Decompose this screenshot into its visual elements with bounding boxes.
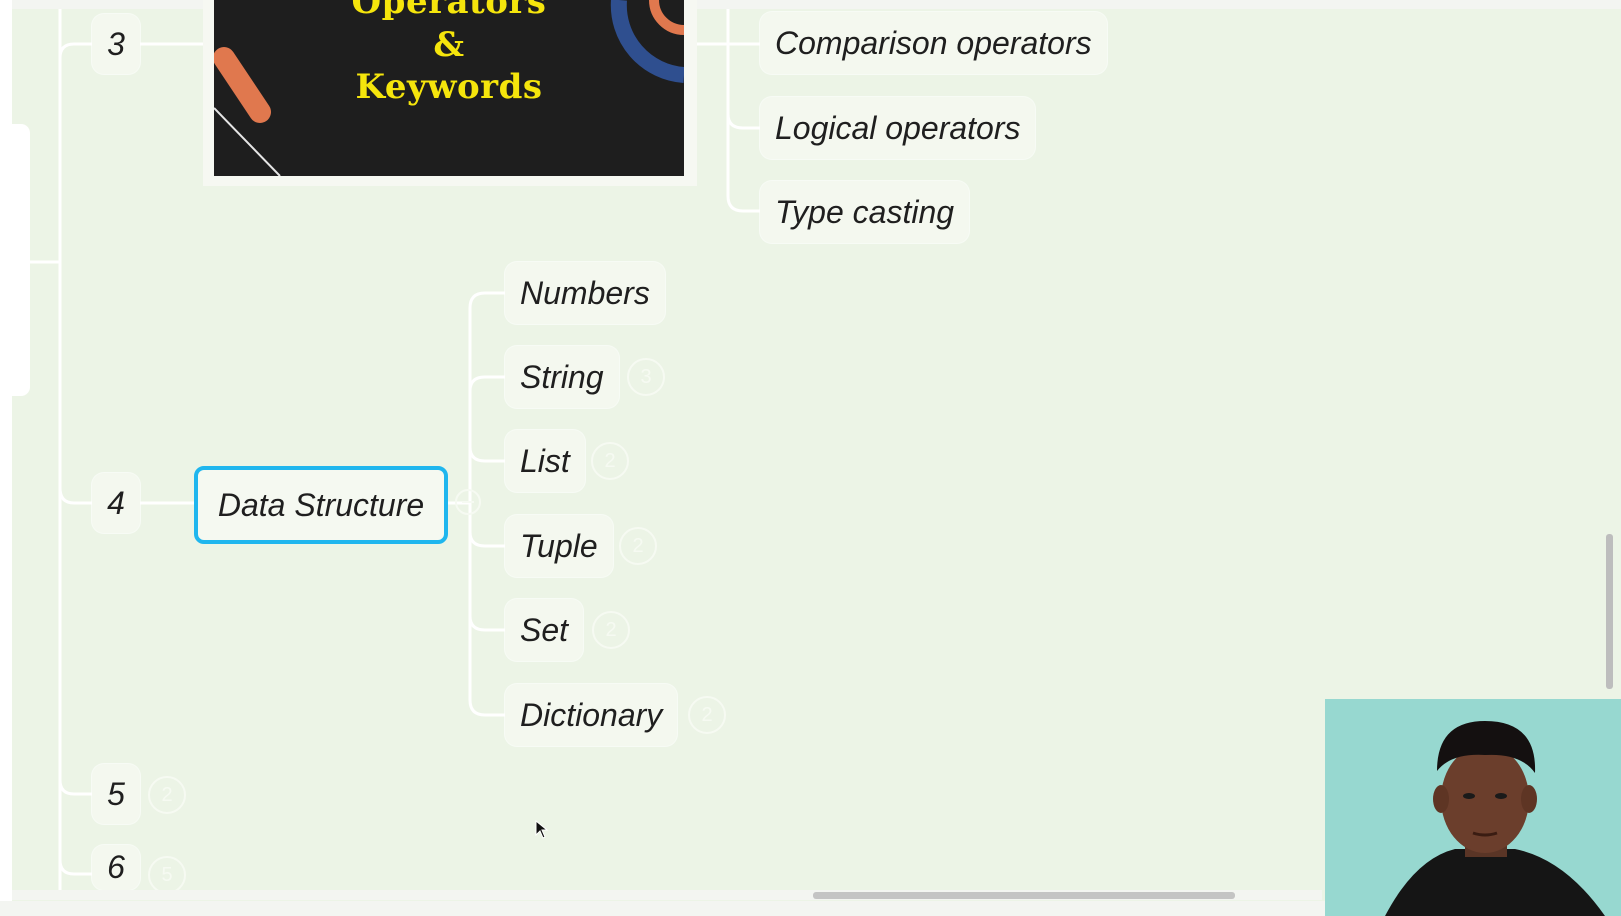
tuple-collapsed-count-badge[interactable]: 2	[619, 527, 657, 565]
presenter-video	[1325, 699, 1621, 916]
horizontal-scrollbar-track[interactable]	[12, 890, 1322, 900]
node-set[interactable]: Set	[505, 599, 584, 661]
left-edge-bar	[0, 0, 12, 916]
set-collapsed-count-badge[interactable]: 2	[592, 611, 630, 649]
mouse-pointer-icon	[535, 820, 549, 839]
minus-circle-icon[interactable]	[455, 489, 481, 515]
node-list[interactable]: List	[505, 430, 585, 492]
operators-keywords-image: Operators & Keywords	[214, 0, 684, 176]
image-text-line-3: Keywords	[355, 67, 543, 107]
list-collapsed-count-badge[interactable]: 2	[591, 442, 629, 480]
section-node-4[interactable]: 4	[92, 473, 140, 533]
image-decoration	[214, 0, 684, 176]
webcam-video-overlay	[1325, 699, 1621, 916]
section-node-5[interactable]: 5	[92, 764, 140, 824]
section-node-3[interactable]: 3	[92, 14, 140, 74]
node-comparison-operators[interactable]: Comparison operators	[760, 12, 1107, 74]
section-node-6[interactable]: 6	[92, 845, 140, 890]
image-text-line-1: Operators	[351, 0, 547, 22]
string-collapsed-count-badge[interactable]: 3	[627, 358, 665, 396]
image-text-line-2: &	[433, 25, 465, 65]
side-panel-handle[interactable]	[12, 124, 30, 396]
vertical-scrollbar-thumb[interactable]	[1606, 534, 1613, 689]
node-tuple[interactable]: Tuple	[505, 515, 613, 577]
node-dictionary[interactable]: Dictionary	[505, 684, 678, 746]
section-6-collapsed-count-badge[interactable]: 5	[148, 856, 186, 894]
node-type-casting[interactable]: Type casting	[760, 181, 970, 243]
node-data-structure-selected[interactable]: Data Structure	[194, 466, 448, 544]
section-5-collapsed-count-badge[interactable]: 2	[148, 776, 186, 814]
node-string[interactable]: String	[505, 346, 619, 408]
node-numbers[interactable]: Numbers	[505, 262, 665, 324]
horizontal-scrollbar-thumb[interactable]	[813, 892, 1235, 899]
top-strip	[0, 0, 1621, 9]
bottom-strip	[0, 901, 1621, 916]
node-logical-operators[interactable]: Logical operators	[760, 97, 1036, 159]
dictionary-collapsed-count-badge[interactable]: 2	[688, 696, 726, 734]
